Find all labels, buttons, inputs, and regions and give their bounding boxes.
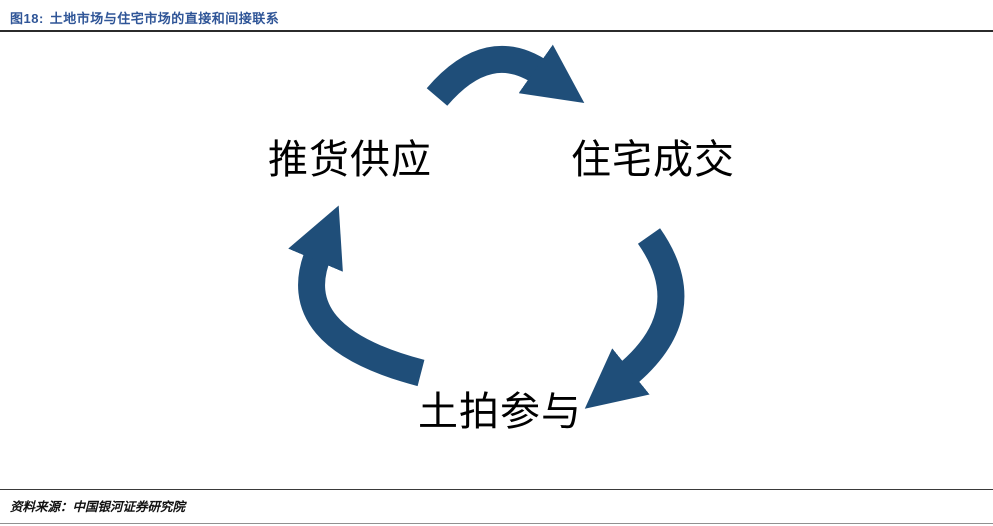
footer-divider [0, 489, 993, 490]
figure-number: 图18: [10, 11, 44, 26]
source-note: 资料来源：中国银河证券研究院 [10, 500, 186, 514]
cycle-arrow-right-icon [584, 228, 685, 409]
figure-title: 土地市场与住宅市场的直接和间接联系 [49, 11, 280, 26]
cycle-arrow-left-icon [288, 205, 425, 387]
cycle-arrow-top-icon [426, 44, 585, 106]
page-bottom-divider [0, 523, 993, 524]
header-divider [0, 30, 993, 32]
node-land-auction: 土拍参与 [418, 389, 582, 434]
node-supply: 推货供应 [268, 137, 432, 182]
node-housing-transactions: 住宅成交 [571, 137, 735, 182]
figure-header: 图18: 土地市场与住宅市场的直接和间接联系 [10, 8, 983, 27]
